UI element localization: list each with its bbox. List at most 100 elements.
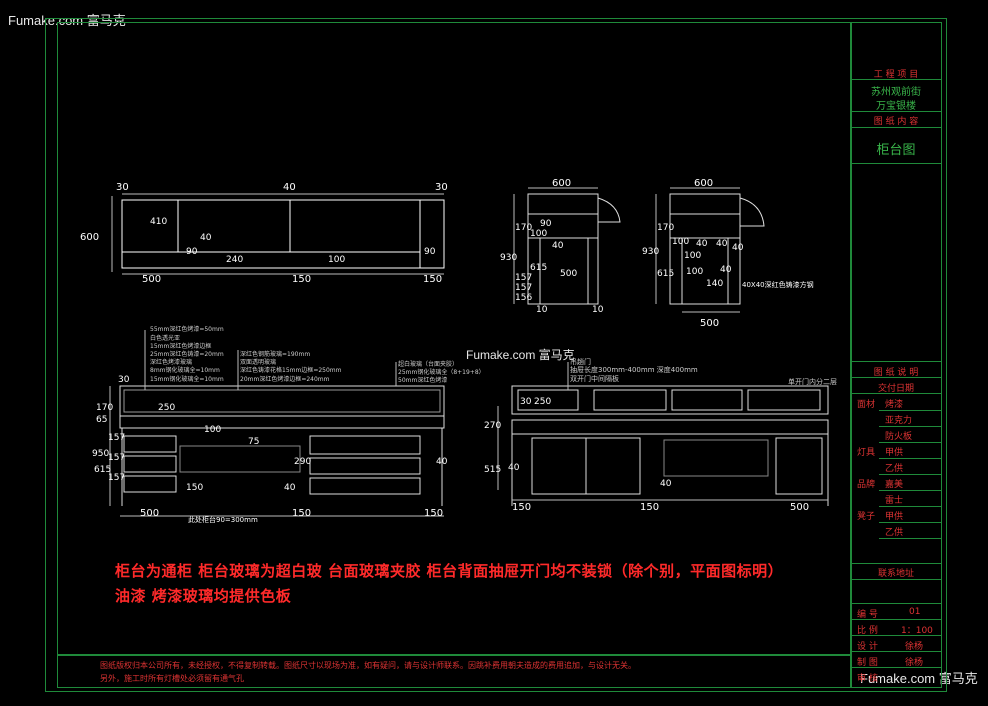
side2-dim-left-1: 170 <box>657 223 674 233</box>
plan-dim-inner-4: 240 <box>226 255 243 265</box>
plan-dim-inner-5: 100 <box>328 255 345 265</box>
footer-box <box>57 654 852 688</box>
side1-dim-left-6: 615 <box>530 263 547 273</box>
project-label: 工 程 项 目 <box>873 70 919 80</box>
plan-dim-top-1: 30 <box>116 182 129 193</box>
draft-label: 制 图 <box>857 658 878 668</box>
front-dim-left-6: 157 <box>108 453 125 463</box>
material-group: 面材 <box>857 400 876 410</box>
plan-dim-top-2: 40 <box>283 182 296 193</box>
side2-dim-inner-8: 40 <box>720 265 732 275</box>
material-item: 乙供 <box>885 528 904 538</box>
plan-dim-bottom-1: 500 <box>142 274 161 285</box>
material-item: 亚克力 <box>885 416 913 426</box>
leader-lines <box>144 330 569 390</box>
watermark-top-left: Fumake.com 富马克 <box>8 13 126 28</box>
material-item: 嘉美 <box>885 480 904 490</box>
front-annotation: 8mm钢化玻璃全=10mm <box>150 366 220 374</box>
material-item: 烤漆 <box>885 400 904 410</box>
plan-dim-inner-2: 90 <box>186 247 198 257</box>
back-dim-inner-4: 40 <box>660 479 672 489</box>
footer-line-1: 图纸版权归本公司所有，未经授权，不得复制转载。图纸尺寸以现场为准，如有疑问，请与… <box>100 661 636 670</box>
side1-dim-inner-3: 40 <box>552 241 564 251</box>
front-dim-left-2: 170 <box>96 403 113 413</box>
scale-label: 比 例 <box>857 626 878 636</box>
side1-dim-inner-5: 10 <box>536 305 548 315</box>
front-dim-inner-7: 40 <box>284 483 296 493</box>
side2-dim-left-3: 615 <box>657 269 674 279</box>
side2-dim-inner-3: 40 <box>716 239 728 249</box>
front-dim-note: 此处柜台90=300mm <box>188 515 258 524</box>
side1-dim-inner-4: 500 <box>560 269 577 279</box>
number-value: 01 <box>909 607 921 617</box>
back-dim-bottom-3: 500 <box>790 502 809 513</box>
front-dim-left-5: 157 <box>108 433 125 443</box>
back-annotation: 抽屉长度300mm-400mm 深度400mm <box>570 365 698 374</box>
front-annotation: 25mm深红色铸漆=20mm <box>150 350 224 358</box>
front-dim-bottom-2: 150 <box>292 508 311 519</box>
dimension-labels: 30 40 30 600 500 150 150 410 90 40 240 1… <box>80 178 814 524</box>
back-dim-inner-2: 250 <box>534 397 551 407</box>
plan-dim-inner-1: 410 <box>150 217 167 227</box>
side1-dim-left-3: 157 <box>515 273 532 283</box>
date-label: 交付日期 <box>877 384 914 394</box>
side1-dim-inner-6: 10 <box>592 305 604 315</box>
back-annotation: 单开门内分二层 <box>788 377 837 386</box>
watermark-center: Fumake.com 富马克 <box>466 348 575 362</box>
front-annotation: 50mm深红色烤漆 <box>398 376 447 384</box>
front-annotation: 双面透明玻璃 <box>240 358 276 366</box>
draft-value: 徐杨 <box>905 658 924 668</box>
back-dim-inner-1: 30 <box>520 397 532 407</box>
drawing-canvas: 30 40 30 600 500 150 150 410 90 40 240 1… <box>80 178 837 524</box>
front-dim-inner-4: 290 <box>294 457 311 467</box>
back-dim-left-1: 270 <box>484 421 501 431</box>
back-annotation: 吊趟门 <box>570 357 591 366</box>
review-label: 审 核 <box>857 674 878 684</box>
scale-value: 1：100 <box>901 626 933 636</box>
front-annotation: 深红色烤漆玻璃 <box>150 358 192 366</box>
side2-dim-left-2: 930 <box>642 247 659 257</box>
material-item: 甲供 <box>885 448 904 458</box>
side1-dim-inner-1: 100 <box>530 229 547 239</box>
front-annotation: 15mm钢化玻璃全=10mm <box>150 375 224 383</box>
plan-dim-left: 600 <box>80 232 99 243</box>
side1-dim-left-2: 930 <box>500 253 517 263</box>
material-item: 甲供 <box>885 512 904 522</box>
front-annotation: 55mm深红色烤漆=50mm <box>150 325 224 333</box>
side1-dim-left-5: 156 <box>515 293 532 303</box>
content-label: 图 纸 内 容 <box>873 117 919 127</box>
drawing-title: 柜台图 <box>876 143 916 158</box>
desc-label: 图 纸 说 明 <box>873 368 919 378</box>
front-dim-inner-5: 40 <box>436 457 448 467</box>
back-dim-bottom-1: 150 <box>512 502 531 513</box>
front-annotation: 深红色钢筋玻璃=190mm <box>240 350 310 358</box>
front-dim-inner-1: 250 <box>158 403 175 413</box>
plan-dim-top-3: 30 <box>435 182 448 193</box>
front-dim-inner-3: 75 <box>248 437 259 447</box>
front-annotation: 25mm钢化玻璃全（8+19+8） <box>398 368 485 376</box>
plan-dim-inner-3: 40 <box>200 233 212 243</box>
back-elevation <box>497 385 829 506</box>
design-value: 徐杨 <box>905 642 924 652</box>
front-elevation <box>109 385 445 517</box>
material-group: 凳子 <box>857 512 876 522</box>
front-annotation: 深红色铸漆花格15mm边框=250mm <box>240 366 342 374</box>
material-group: 品牌 <box>857 480 876 490</box>
front-dim-left-1: 30 <box>118 375 130 385</box>
side2-dim-inner-1: 100 <box>672 237 689 247</box>
material-item: 乙供 <box>885 464 904 474</box>
plan-dim-bottom-3: 150 <box>423 274 442 285</box>
drawing-border-outer <box>45 18 947 692</box>
back-annotation: 双开门中间隔板 <box>570 374 619 383</box>
front-dim-left-7: 157 <box>108 473 125 483</box>
back-dim-inner-3: 40 <box>508 463 520 473</box>
front-annotation: 15mm深红色烤漆边框 <box>150 342 211 350</box>
project-name-1: 苏州观前街 <box>871 87 921 98</box>
front-annotations: 55mm深红色烤漆=50mm白色透光亚15mm深红色烤漆边框25mm深红色铸漆=… <box>150 325 485 384</box>
side2-dim-inner-7: 140 <box>706 279 723 289</box>
contact-label: 联系地址 <box>877 569 914 579</box>
front-dim-left-4: 950 <box>92 449 109 459</box>
material-item: 防火板 <box>885 432 913 442</box>
note-line-1: 柜台为通柜 柜台玻璃为超白玻 台面玻璃夹胶 柜台背面抽屉开门均不装锁（除个别，平… <box>115 562 784 580</box>
